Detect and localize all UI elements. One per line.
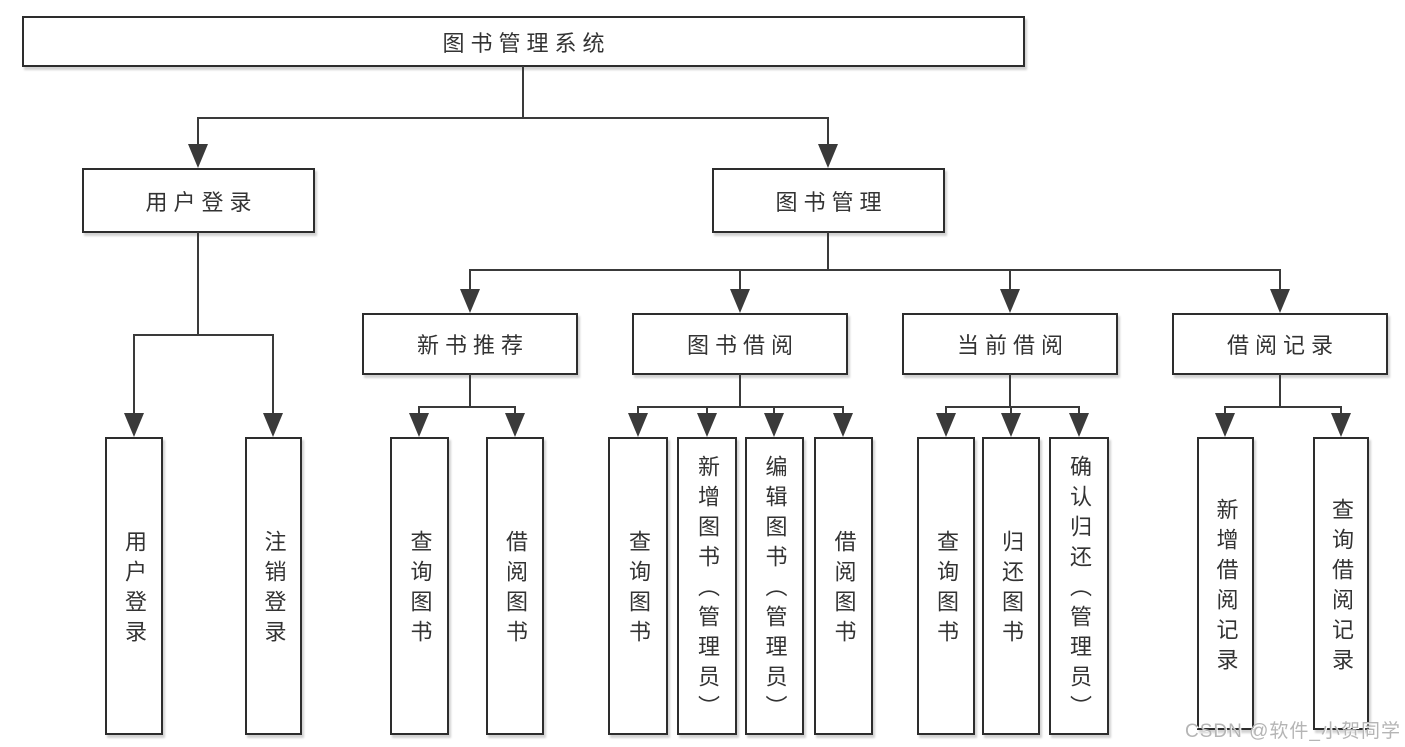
- connector-drop-book-borrow: [739, 269, 741, 291]
- connector-children: [418, 406, 516, 408]
- arrow-down-icon: [409, 413, 429, 437]
- leaf-query-books-recommend: 查询图书: [390, 437, 449, 735]
- connector-drop-current-borrow: [1009, 269, 1011, 291]
- arrow-down-icon: [1270, 289, 1290, 313]
- leaf-label: 归还图书: [999, 530, 1024, 650]
- connector-drop-leaf: [1078, 406, 1080, 416]
- arrow-down-icon: [697, 413, 717, 437]
- node-new-book-recommend-label: 新书推荐: [416, 333, 529, 358]
- node-borrowing-records-label: 借阅记录: [1226, 333, 1339, 358]
- connector-drop-leaf: [1010, 406, 1012, 416]
- connector-drop-leaf: [637, 406, 639, 416]
- leaf-label: 借阅图书: [503, 530, 528, 650]
- connector-drop-leaf: [514, 406, 516, 416]
- leaf-label: 查询借阅记录: [1329, 497, 1354, 678]
- node-new-book-recommend: 新书推荐: [362, 313, 578, 375]
- connector-drop-leaf: [945, 406, 947, 416]
- node-book-management: 图书管理: [712, 168, 945, 233]
- leaf-return-books: 归还图书: [982, 437, 1040, 735]
- leaf-label: 用户登录: [122, 530, 147, 650]
- leaf-edit-books-admin: 编辑图书（管理员）: [745, 437, 804, 735]
- connector-drop-user-login: [197, 117, 199, 147]
- arrow-down-icon: [505, 413, 525, 437]
- connector-children: [637, 406, 844, 408]
- leaf-user-login: 用户登录: [105, 437, 163, 735]
- node-root-label: 图书管理系统: [442, 30, 611, 56]
- arrow-down-icon: [936, 413, 956, 437]
- node-book-borrowing-label: 图书借阅: [686, 333, 799, 358]
- connector-drop-book-mgmt: [827, 117, 829, 147]
- leaf-label: 确认归还（管理员）: [1067, 455, 1092, 725]
- leaf-query-borrow-record: 查询借阅记录: [1313, 437, 1369, 730]
- arrow-down-icon: [188, 144, 208, 168]
- leaf-label: 编辑图书（管理员）: [762, 455, 788, 725]
- arrow-down-icon: [460, 289, 480, 313]
- arrow-down-icon: [730, 289, 750, 313]
- leaf-logout: 注销登录: [245, 437, 302, 735]
- leaf-label: 新增借阅记录: [1213, 497, 1239, 678]
- arrow-down-icon: [833, 413, 853, 437]
- connector-drop-leaf: [272, 334, 274, 415]
- node-borrowing-records: 借阅记录: [1172, 313, 1388, 375]
- leaf-label: 查询图书: [407, 530, 433, 650]
- connector-drop-leaf: [1340, 406, 1342, 416]
- leaf-label: 新增图书（管理员）: [695, 455, 720, 725]
- leaf-add-borrow-record: 新增借阅记录: [1197, 437, 1254, 730]
- connector-drop-leaf: [418, 406, 420, 416]
- node-book-borrowing: 图书借阅: [632, 313, 848, 375]
- watermark: CSDN @软件_小贺同学: [1185, 721, 1401, 742]
- arrow-down-icon: [1069, 413, 1089, 437]
- connector-drop-leaf: [133, 334, 135, 415]
- connector-level3: [469, 269, 1281, 271]
- connector-drop-borrow-records: [1279, 269, 1281, 291]
- arrow-down-icon: [628, 413, 648, 437]
- leaf-label: 借阅图书: [831, 530, 857, 650]
- node-root: 图书管理系统: [22, 16, 1025, 67]
- leaf-confirm-return-admin: 确认归还（管理员）: [1049, 437, 1109, 735]
- connector-drop-leaf: [842, 406, 844, 416]
- arrow-down-icon: [818, 144, 838, 168]
- connector-user-login-trunk: [197, 232, 199, 336]
- leaf-label: 查询图书: [934, 530, 959, 650]
- connector-user-login-children: [133, 334, 274, 336]
- connector-trunk: [739, 374, 741, 408]
- connector-drop-new-books: [469, 269, 471, 291]
- node-user-login-label: 用户登录: [145, 189, 258, 215]
- leaf-label: 查询图书: [626, 530, 651, 650]
- connector-root-trunk: [522, 66, 524, 119]
- connector-children: [1224, 406, 1342, 408]
- leaf-query-books-current: 查询图书: [917, 437, 975, 735]
- leaf-borrow-books: 借阅图书: [814, 437, 873, 735]
- connector-trunk: [469, 374, 471, 408]
- connector-children: [945, 406, 1080, 408]
- connector-drop-leaf: [1224, 406, 1226, 416]
- connector-drop-leaf: [706, 406, 708, 416]
- node-current-borrowing-label: 当前借阅: [956, 333, 1069, 358]
- node-user-login: 用户登录: [82, 168, 315, 233]
- leaf-add-books-admin: 新增图书（管理员）: [677, 437, 737, 735]
- connector-level2: [197, 117, 829, 119]
- node-book-management-label: 图书管理: [775, 189, 888, 215]
- connector-drop-leaf: [773, 406, 775, 416]
- arrow-down-icon: [1215, 413, 1235, 437]
- leaf-query-books-borrowing: 查询图书: [608, 437, 668, 735]
- connector-book-mgmt-trunk: [827, 232, 829, 271]
- leaf-borrow-books-recommend: 借阅图书: [486, 437, 544, 735]
- leaf-label: 注销登录: [261, 530, 287, 650]
- connector-trunk: [1009, 374, 1011, 408]
- arrow-down-icon: [124, 413, 144, 437]
- arrow-down-icon: [764, 413, 784, 437]
- arrow-down-icon: [1331, 413, 1351, 437]
- connector-trunk: [1279, 374, 1281, 408]
- arrow-down-icon: [1000, 289, 1020, 313]
- node-current-borrowing: 当前借阅: [902, 313, 1118, 375]
- arrow-down-icon: [1001, 413, 1021, 437]
- arrow-down-icon: [263, 413, 283, 437]
